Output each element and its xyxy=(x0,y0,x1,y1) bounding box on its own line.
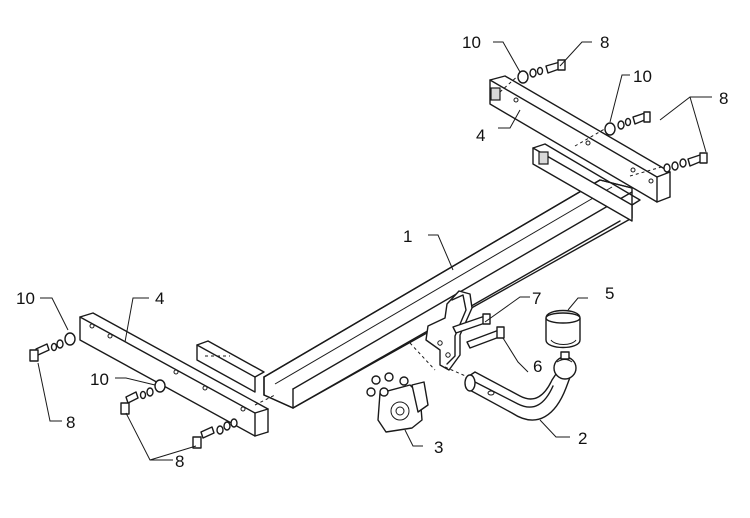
callout-ball-hitch: 2 xyxy=(578,429,587,448)
left-fasteners xyxy=(29,332,238,449)
callout-washer-mid: 10 xyxy=(90,370,109,389)
callout-bolt-long: 7 xyxy=(532,289,541,308)
top-fasteners xyxy=(517,59,566,84)
left-bracket-assembly xyxy=(79,312,276,437)
callout-bolts-right: 8 xyxy=(719,89,728,108)
callout-tow-bar: 1 xyxy=(403,227,412,246)
right-bracket-assembly xyxy=(489,73,671,222)
callout-washer-top: 10 xyxy=(462,33,481,52)
leader-lines xyxy=(37,41,712,461)
callout-bolt-top: 8 xyxy=(600,33,609,52)
callout-bracket-left: 4 xyxy=(155,289,164,308)
callout-bolt-short: 6 xyxy=(533,357,542,376)
right-fasteners xyxy=(604,111,708,173)
callout-socket-plate: 3 xyxy=(434,438,443,457)
callout-washer-right: 10 xyxy=(633,67,652,86)
callout-washer-left: 10 xyxy=(16,289,35,308)
socket-plate xyxy=(366,372,429,433)
callout-bracket-right: 4 xyxy=(476,126,485,145)
ball-cover xyxy=(545,309,581,349)
ball-hitch xyxy=(464,351,577,421)
callout-ball-cover: 5 xyxy=(605,284,614,303)
callout-labels: 1 2 3 4 4 5 6 7 8 8 8 8 10 10 10 10 xyxy=(16,33,728,471)
tow-bar-tube xyxy=(263,179,633,409)
callout-bolts-bottom: 8 xyxy=(175,452,184,471)
hitch-bolts xyxy=(452,313,505,349)
hitch-mount-bracket xyxy=(409,290,473,379)
callout-bolt-left: 8 xyxy=(66,413,75,432)
